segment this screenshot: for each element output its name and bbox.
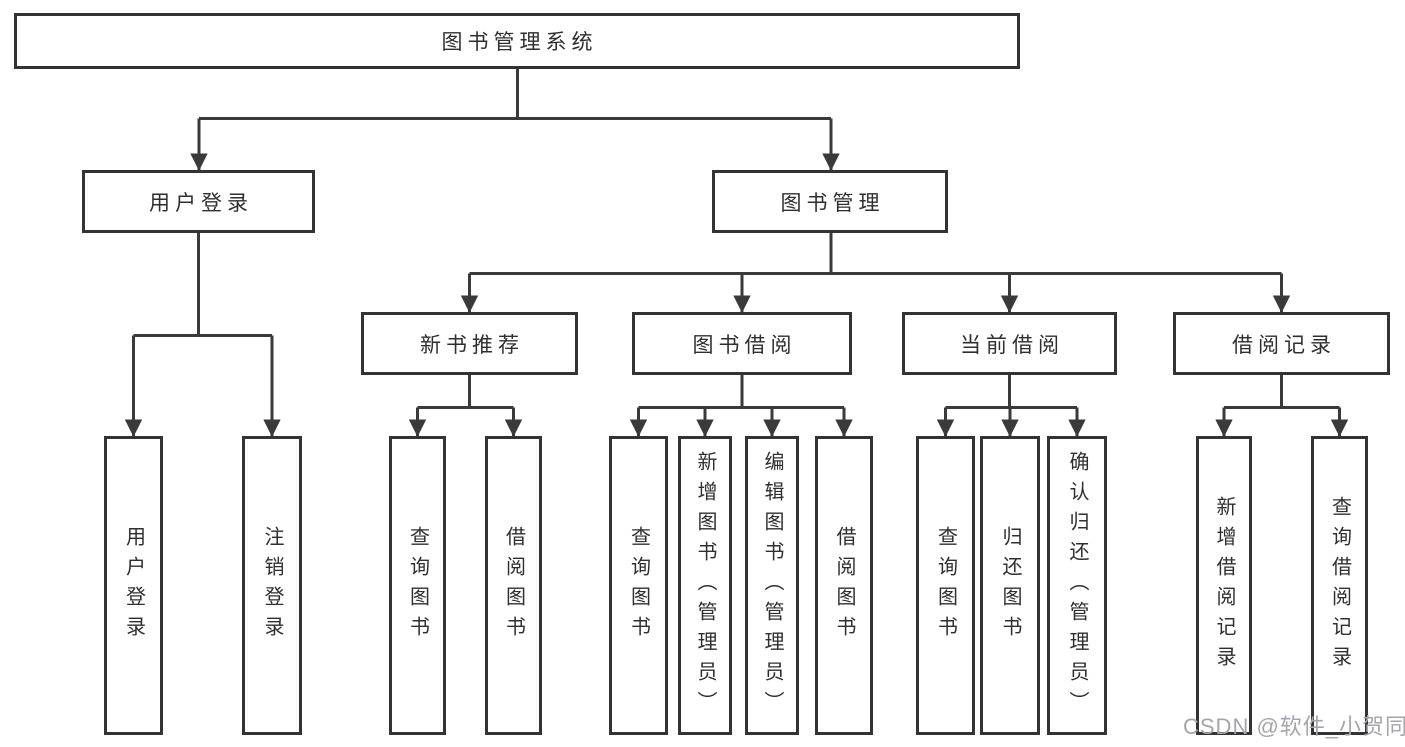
node-new-book-recommendation: 新书推荐	[361, 312, 578, 375]
leaf-confirm-return-admin: 确认归还（管理员）	[1047, 436, 1107, 735]
leaf-query-borrow-record-label: 查询借阅记录	[1328, 495, 1351, 676]
csdn-watermark: CSDN @软件_小贺同学	[1183, 714, 1405, 739]
leaf-borrow-books-borrowing: 借阅图书	[815, 436, 873, 735]
leaf-query-books-borrowing: 查询图书	[609, 436, 668, 735]
node-user-login: 用户登录	[82, 170, 315, 233]
leaf-query-books-recommend: 查询图书	[389, 436, 446, 735]
node-book-management: 图书管理	[712, 170, 948, 233]
leaf-logout-login-label: 注销登录	[261, 525, 283, 646]
node-book-management-label: 图书管理	[780, 191, 885, 215]
leaf-logout-login: 注销登录	[242, 436, 302, 735]
leaf-edit-books-admin: 编辑图书（管理员）	[745, 436, 799, 735]
node-borrowing-records: 借阅记录	[1173, 312, 1390, 375]
leaf-user-login: 用户登录	[104, 436, 163, 735]
leaf-query-borrow-record: 查询借阅记录	[1311, 436, 1368, 735]
node-user-login-label: 用户登录	[149, 191, 253, 215]
leaf-query-books-borrowing-label: 查询图书	[627, 525, 650, 646]
leaf-edit-books-admin-label: 编辑图书（管理员）	[761, 450, 783, 721]
leaf-user-login-label: 用户登录	[122, 525, 145, 646]
leaf-return-books: 归还图书	[980, 436, 1040, 735]
leaf-add-books-admin-label: 新增图书（管理员）	[694, 450, 716, 721]
node-new-book-recommendation-label: 新书推荐	[420, 333, 524, 357]
node-book-borrowing: 图书借阅	[632, 312, 852, 375]
node-current-borrowing-label: 当前借阅	[960, 333, 1064, 357]
leaf-add-books-admin: 新增图书（管理员）	[678, 436, 732, 735]
leaf-borrow-books-recommend: 借阅图书	[485, 436, 542, 735]
leaf-query-books-current-label: 查询图书	[934, 525, 957, 646]
leaf-borrow-books-borrowing-label: 借阅图书	[833, 525, 855, 646]
node-library-system-label: 图书管理系统	[441, 31, 598, 54]
node-library-system: 图书管理系统	[14, 13, 1020, 69]
leaf-borrow-books-recommend-label: 借阅图书	[502, 525, 525, 646]
node-borrowing-records-label: 借阅记录	[1232, 333, 1336, 357]
node-book-borrowing-label: 图书借阅	[692, 333, 797, 357]
leaf-add-borrow-record-label: 新增借阅记录	[1213, 495, 1235, 676]
leaf-return-books-label: 归还图书	[999, 525, 1021, 646]
node-current-borrowing: 当前借阅	[902, 312, 1117, 375]
leaf-add-borrow-record: 新增借阅记录	[1196, 436, 1252, 735]
leaf-query-books-current: 查询图书	[916, 436, 975, 735]
leaf-query-books-recommend-label: 查询图书	[406, 525, 429, 646]
leaf-confirm-return-admin-label: 确认归还（管理员）	[1066, 450, 1088, 721]
